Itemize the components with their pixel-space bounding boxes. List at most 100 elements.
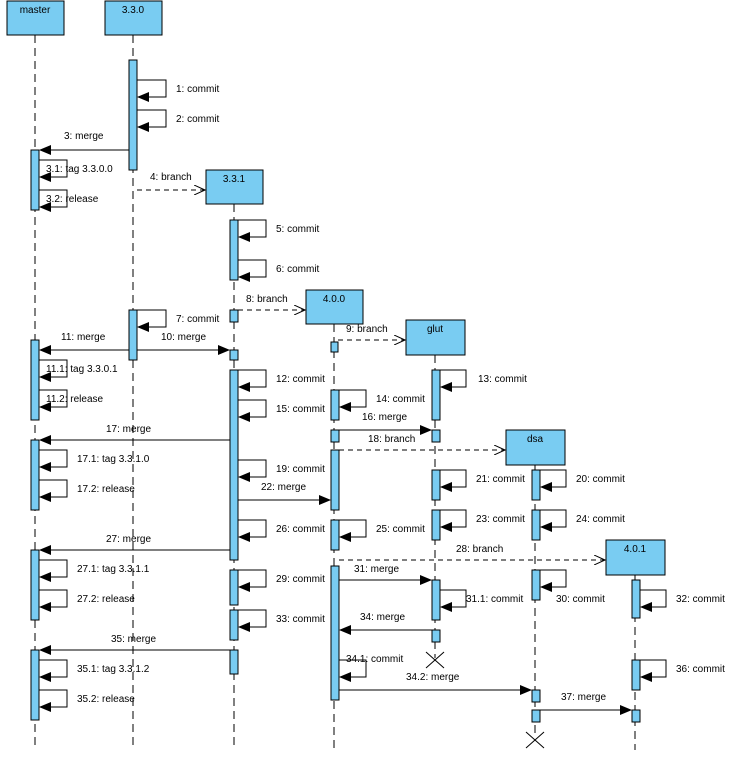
lifeline-head-master <box>6 0 65 36</box>
activation <box>330 341 339 353</box>
activation <box>229 569 239 606</box>
activation <box>431 369 441 421</box>
message-arrow <box>39 189 68 212</box>
lifeline-head-3-3-1 <box>205 169 264 205</box>
message-label: 27: merge <box>106 534 151 545</box>
activation <box>431 579 441 621</box>
message-label: 23: commit <box>476 514 525 525</box>
activation <box>531 689 541 703</box>
message-label: 11: merge <box>61 332 106 343</box>
lifeline-label-glut: glut <box>427 324 443 335</box>
activation <box>330 519 340 551</box>
activation <box>631 709 641 723</box>
message-label: 12: commit <box>276 374 325 385</box>
message-arrow <box>238 259 267 282</box>
message-label: 5: commit <box>276 224 320 235</box>
activation <box>531 709 541 723</box>
activation <box>330 389 340 421</box>
message-arrow <box>39 589 68 612</box>
activation <box>229 309 239 323</box>
message-label: 22: merge <box>261 482 306 493</box>
activation <box>531 509 541 541</box>
message-arrow <box>39 159 68 182</box>
lifeline-label-master: master <box>20 5 51 16</box>
message-arrow <box>137 79 167 102</box>
activation <box>631 659 641 691</box>
message-label: 18: branch <box>368 434 415 445</box>
message-arrow <box>39 659 68 682</box>
message-label: 26: commit <box>276 524 325 535</box>
activations <box>30 59 641 723</box>
message-label: 27.1: tag 3.3.1.1 <box>77 564 150 575</box>
lifeline-label-3-3-1: 3.3.1 <box>223 174 246 185</box>
message-label: 8: branch <box>246 294 288 305</box>
message-arrow <box>238 399 267 422</box>
activation <box>431 509 441 541</box>
message-label: 2: commit <box>176 114 220 125</box>
activation <box>531 469 541 501</box>
message-arrow <box>39 479 68 502</box>
message-label: 35.2: release <box>77 694 135 705</box>
message-label: 6: commit <box>276 264 320 275</box>
activation <box>631 579 641 619</box>
message-label: 35: merge <box>111 634 156 645</box>
activation <box>330 565 340 701</box>
message-label: 11.1: tag 3.3.0.1 <box>46 364 118 375</box>
lifeline-label-3-3-0: 3.3.0 <box>122 5 145 16</box>
message-label: 30: commit <box>556 594 605 605</box>
activation <box>30 149 40 211</box>
message-arrow <box>238 609 267 632</box>
message-label: 34.2: merge <box>406 672 460 683</box>
message-arrow <box>137 309 167 332</box>
message-arrow <box>440 469 467 492</box>
message-label: 28: branch <box>456 544 503 555</box>
message-arrow <box>440 589 467 612</box>
message-label: 17.2: release <box>77 484 135 495</box>
lifeline-head-4-0-0 <box>305 289 364 325</box>
activation <box>431 629 441 643</box>
message-label: 11.2: release <box>46 394 104 405</box>
message-label: 34.1: commit <box>346 654 403 665</box>
message-arrow <box>339 519 367 542</box>
activation <box>229 349 239 361</box>
activation <box>30 649 40 721</box>
message-arrow <box>440 509 467 532</box>
message-label: 17: merge <box>106 424 151 435</box>
activation <box>229 219 239 281</box>
message-label: 36: commit <box>676 664 725 675</box>
message-arrow <box>238 369 267 392</box>
message-label: 7: commit <box>176 314 220 325</box>
activation <box>128 59 138 171</box>
lifeline-label-dsa: dsa <box>527 434 544 445</box>
message-arrow <box>39 359 68 382</box>
message-label: 3.2: release <box>46 194 99 205</box>
activation <box>531 569 541 601</box>
activation <box>229 649 239 675</box>
message-label: 1: commit <box>176 84 220 95</box>
message-label: 27.2: release <box>77 594 135 605</box>
lifeline-label-4-0-1: 4.0.1 <box>624 544 647 555</box>
activation <box>229 369 239 561</box>
message-label: 4: branch <box>150 172 192 183</box>
lifeline-head-3-3-0 <box>104 0 163 36</box>
message-arrow <box>238 519 267 542</box>
message-label: 29: commit <box>276 574 325 585</box>
message-arrow <box>640 589 667 612</box>
destroy-marker-dsa <box>525 731 545 749</box>
message-label: 31.1: commit <box>466 594 523 605</box>
message-arrow <box>238 459 267 482</box>
message-arrow <box>238 219 267 242</box>
message-label: 20: commit <box>576 474 625 485</box>
message-label: 17.1: tag 3.3.1.0 <box>77 454 150 465</box>
activation <box>30 549 40 621</box>
lifeline-head-4-0-1 <box>605 539 666 576</box>
message-arrow <box>640 659 667 682</box>
message-label: 25: commit <box>376 524 425 535</box>
activation <box>330 429 340 443</box>
activation <box>431 469 441 501</box>
messages: 1: commit 2: commit 3: merge 3.1: tag 3.… <box>39 79 725 715</box>
activation <box>431 429 441 443</box>
message-label: 10: merge <box>161 332 206 343</box>
message-label: 3: merge <box>64 131 104 142</box>
